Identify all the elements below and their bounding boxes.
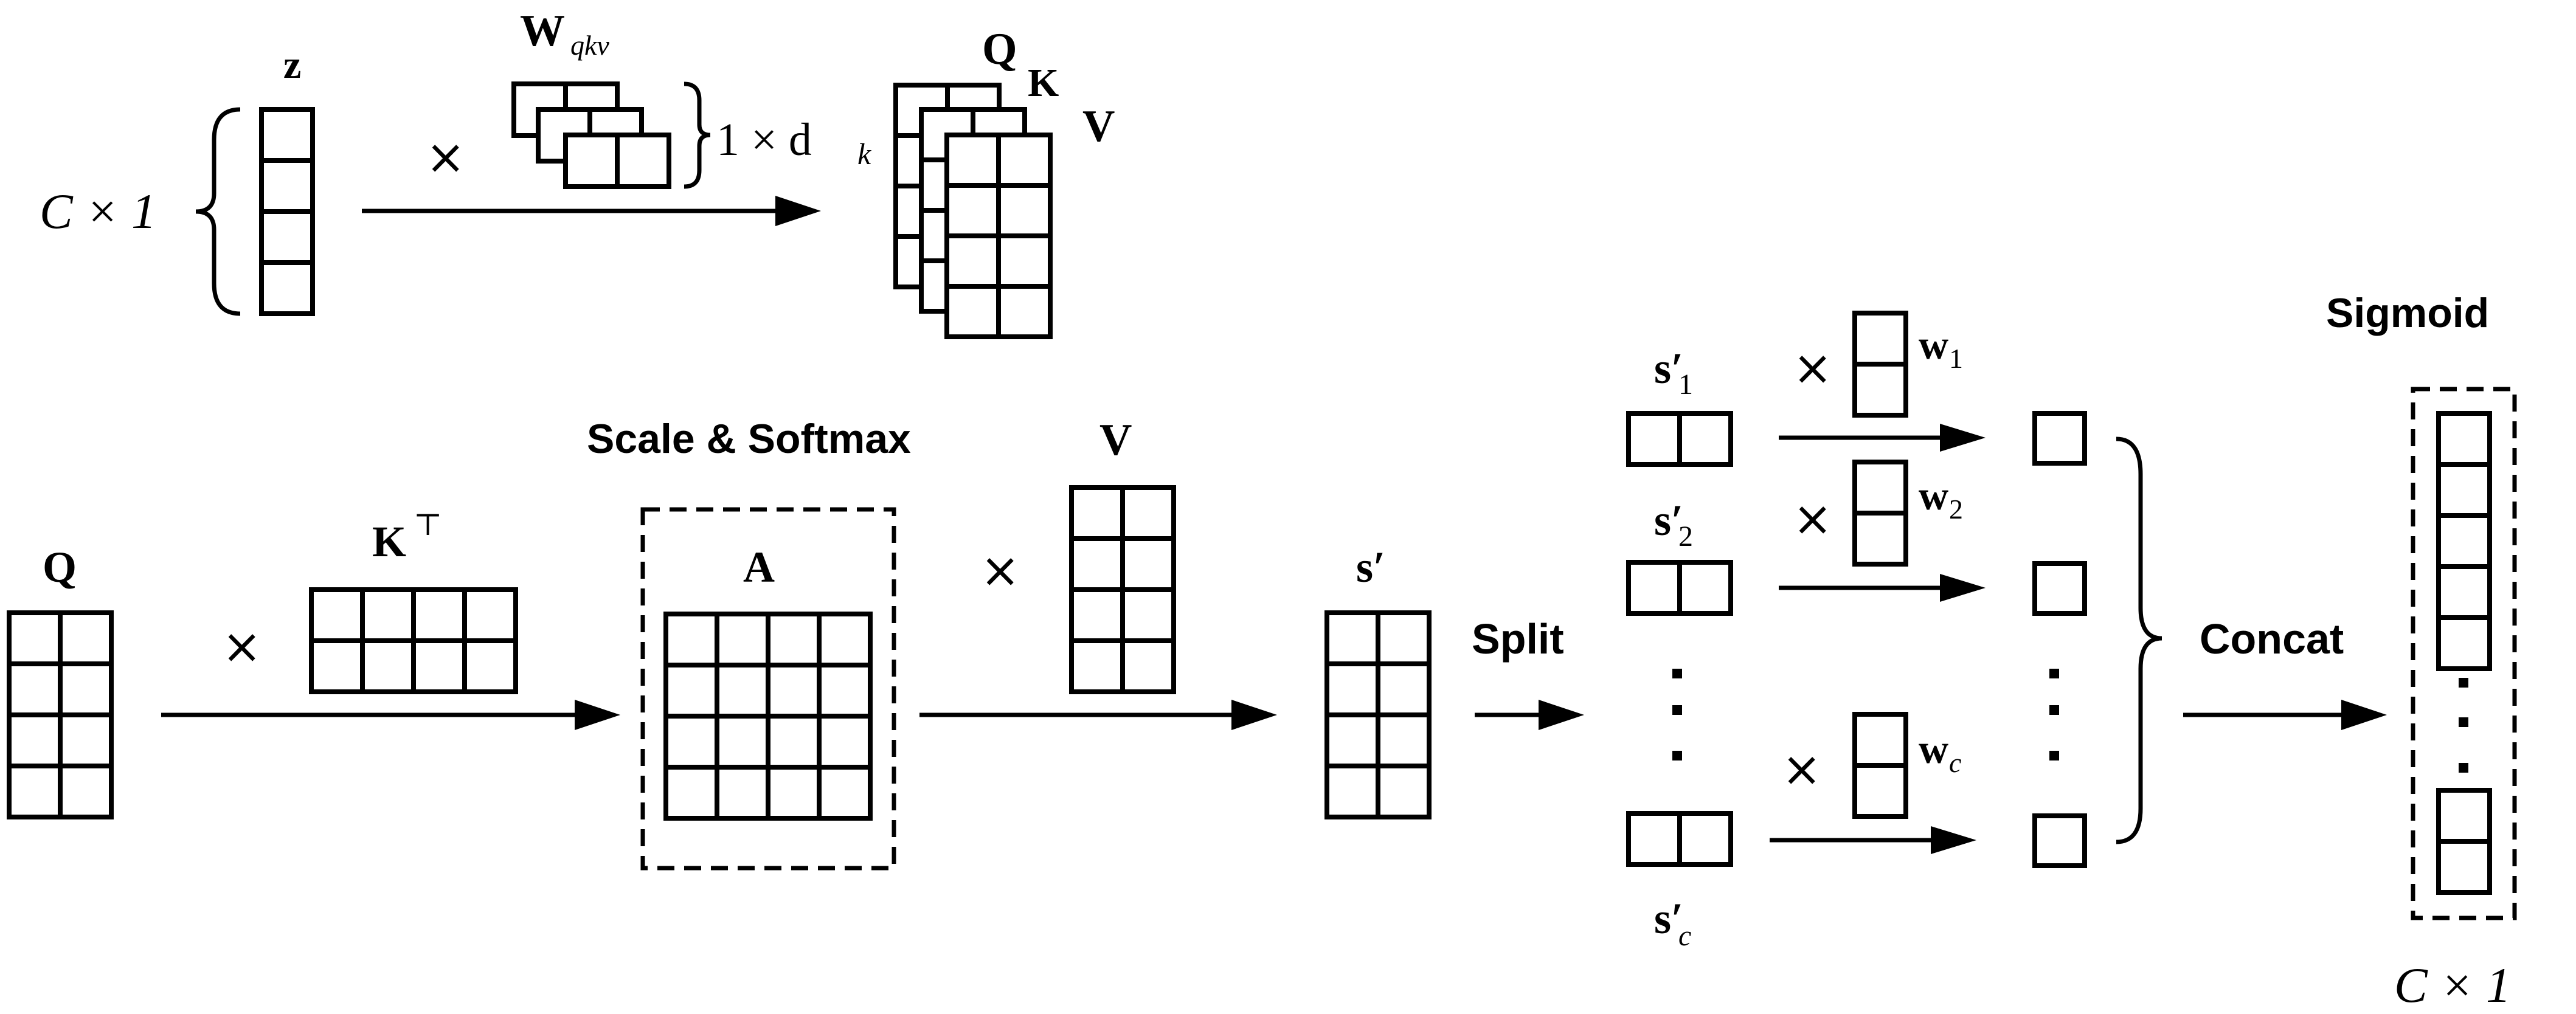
result-2: [2032, 561, 2087, 616]
s-prime-matrix: [1324, 610, 1432, 819]
q-matrix-left: [7, 610, 114, 819]
z-brace: [195, 107, 241, 316]
s2-sub: 2: [1678, 520, 1693, 553]
sigmoid-dashed-box: [2411, 387, 2517, 920]
sigmoid-output-vector: [2436, 411, 2492, 671]
kt-matrix: [309, 587, 518, 694]
s1-label: s′: [1654, 344, 1683, 393]
one-by-dk-label: 1 × d: [716, 114, 812, 165]
s-prime-label: s′: [1356, 543, 1385, 592]
c-by-1-top-label: C × 1: [40, 184, 156, 239]
wc-vector: [1852, 712, 1908, 819]
s2-label: s′: [1654, 496, 1683, 545]
arrowhead-sc: [1931, 826, 1976, 854]
wc-label: w: [1919, 726, 1948, 772]
scale-softmax-label: Scale & Softmax: [587, 416, 911, 462]
arrowhead-split: [1539, 700, 1584, 730]
arrowhead-a-to-s: [1231, 700, 1277, 730]
times-kt: ×: [222, 619, 261, 674]
wc-sub: c: [1949, 747, 1961, 778]
result-c: [2032, 813, 2087, 868]
v-top-label: V: [1082, 102, 1115, 151]
v-matrix-top: [944, 133, 1053, 339]
kt-sup: ⊤: [414, 508, 442, 542]
s1-vector: [1626, 411, 1733, 467]
vdots-sigmoid: [2459, 678, 2468, 773]
v-mid-label: V: [1099, 415, 1132, 465]
kt-label: K: [372, 517, 406, 566]
wqkv-brace: [684, 81, 711, 189]
q-top-label: Q: [982, 24, 1017, 74]
arrowhead-z-to-qkv: [775, 196, 821, 226]
w1-label: w: [1919, 322, 1948, 368]
k-top-label: K: [1028, 61, 1059, 105]
wqkv-sub: qkv: [570, 30, 609, 61]
w1-sub: 1: [1949, 343, 1963, 374]
sigmoid-output-tail: [2436, 788, 2492, 895]
sigmoid-label: Sigmoid: [2326, 290, 2489, 336]
z-vector: [259, 107, 315, 316]
z-label: z: [283, 43, 301, 87]
s2-vector: [1626, 560, 1733, 616]
w2-label: w: [1919, 472, 1948, 519]
times-wc: ×: [1782, 742, 1821, 797]
v-matrix-mid: [1069, 485, 1176, 694]
s1-sub: 1: [1678, 368, 1693, 401]
times-v: ×: [980, 543, 1020, 598]
times-w1: ×: [1793, 341, 1832, 396]
a-label: A: [743, 543, 775, 592]
w2-sub: 2: [1949, 494, 1963, 525]
q-left-label: Q: [43, 543, 77, 592]
vdots-s: [1672, 669, 1682, 760]
concat-label: Concat: [2200, 615, 2344, 663]
split-label: Split: [1472, 615, 1564, 663]
wqkv-label: W: [520, 6, 565, 56]
times-wqkv: ×: [426, 130, 465, 185]
w1-vector: [1852, 311, 1908, 418]
result-1: [2032, 411, 2087, 466]
softmax-dashed-box: [640, 507, 896, 871]
times-w2: ×: [1793, 492, 1832, 547]
wqkv-matrix: [511, 81, 671, 189]
dk-sub: k: [857, 137, 871, 171]
sc-label: s′: [1654, 894, 1683, 943]
w2-vector: [1852, 460, 1908, 567]
arrowhead-s2: [1940, 574, 1986, 602]
c-by-1-bottom-label: C × 1: [2394, 957, 2511, 1013]
sc-vector: [1626, 811, 1733, 867]
results-brace: [2116, 436, 2162, 844]
a-matrix: [663, 612, 873, 821]
sc-sub: c: [1678, 920, 1691, 952]
arrowhead-concat: [2341, 700, 2387, 730]
arrowhead-q-to-a: [575, 700, 620, 730]
vdots-results: [2049, 669, 2059, 760]
arrowhead-s1: [1940, 424, 1986, 452]
